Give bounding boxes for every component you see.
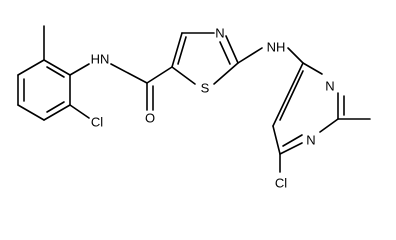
bond-phenyl-6 [17,59,45,76]
bond-thiazole-c5-c4-inner [177,36,187,65]
bond-thiazole-c5-c4 [171,32,183,68]
bond-thiazole-nh [237,47,263,64]
atom-labels: HN O N S NH Cl N N Cl [91,26,335,191]
bond-thiazole-s1-c5 [171,66,196,85]
bond-phenyl-inner-2 [46,101,65,113]
bond-thiazole-n3-c2 [225,35,239,64]
chemical-structure: HN O N S NH Cl N N Cl [17,25,371,191]
bond-nh-pyrimidine [287,47,304,64]
bond-phenyl-nh [69,63,90,76]
bond-thiazole-n3-c2-inner [219,41,231,65]
bond-phenyl-inner-1 [46,66,65,78]
bond-thiazole-c2-s1 [213,62,239,85]
bond-phenyl-1 [43,59,71,76]
bond-pyr-n1-c6-inner [282,134,303,147]
bond-lines [17,25,371,173]
bond-pyr-n1-c6 [279,142,303,155]
bond-pyr-c5-c4 [272,62,304,127]
bond-phenyl-4 [17,104,45,121]
atom-chlorine-phenyl: Cl [91,115,103,130]
atom-nitrogen-pyr-top: N [325,79,334,94]
atom-nh-amine: NH [267,40,286,55]
atom-chlorine-pyrimidine: Cl [275,176,287,191]
bond-phenyl-3 [43,104,71,121]
bond-pyr-c2-n1 [319,118,339,133]
bond-pyr-c5-c4-inner [279,70,304,121]
bond-pyr-c6-c5 [272,125,281,155]
atom-sulfur-thiazole: S [201,81,210,96]
atom-oxygen: O [145,111,155,126]
atom-nitrogen-pyr-bottom: N [306,133,315,148]
bond-pyr-c4-n3 [302,62,323,75]
bond-carbonyl-thiazole [146,66,173,84]
bond-phenyl-cl [69,104,90,119]
atom-hn-amide: HN [91,52,110,67]
atom-nitrogen-thiazole: N [215,26,224,41]
bond-nh-carbonyl [110,63,148,84]
